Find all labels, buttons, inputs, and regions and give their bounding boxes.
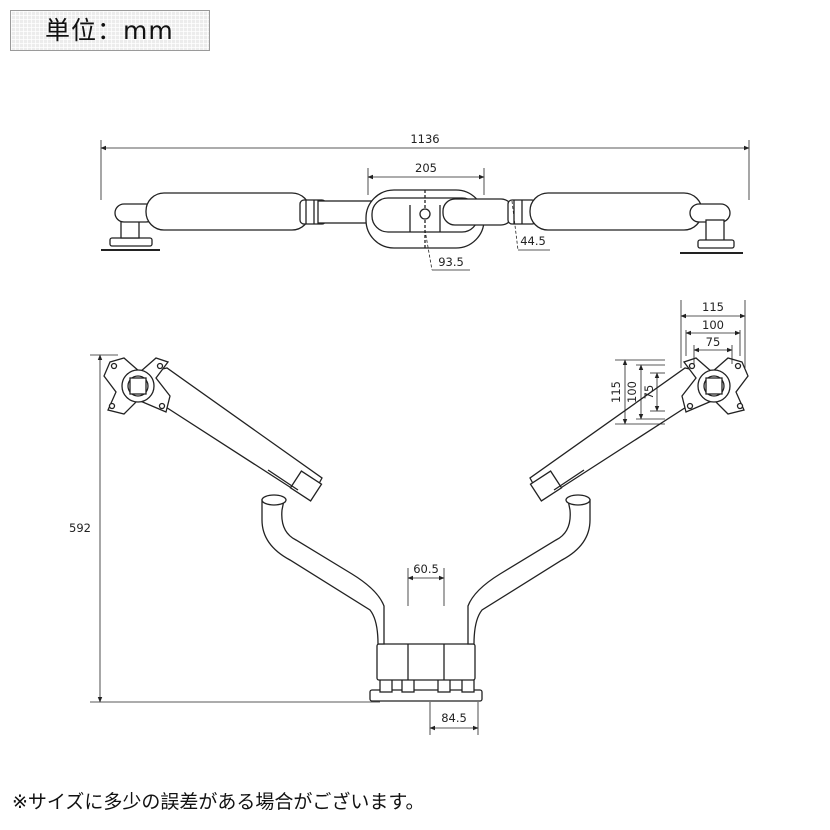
dim-total-width: 1136: [410, 132, 439, 146]
dim-clamp-width: 84.5: [441, 711, 467, 725]
dim-base-depth: 93.5: [438, 255, 464, 269]
dim-total-height: 592: [69, 521, 91, 535]
dim-center-width: 205: [415, 161, 437, 175]
front-view: [90, 300, 749, 735]
dim-vesa-inner-vertical: 75: [642, 385, 656, 400]
dim-pole-width: 60.5: [413, 562, 439, 576]
footnote: ※サイズに多少の誤差がある場合がございます。: [12, 791, 425, 813]
dim-vesa-outer-vertical: 115: [609, 381, 623, 403]
dim-vesa-mid-vertical: 100: [625, 381, 639, 403]
dim-arm-height: 44.5: [520, 234, 546, 248]
dim-vesa-mid: 100: [702, 318, 724, 332]
top-view: [100, 140, 750, 271]
unit-label: 単位：mm: [10, 10, 210, 51]
right-vesa-plate: [681, 357, 749, 415]
dim-vesa-outer: 115: [702, 300, 724, 314]
dim-vesa-inner: 75: [706, 335, 721, 349]
left-vesa-plate: [103, 357, 171, 415]
